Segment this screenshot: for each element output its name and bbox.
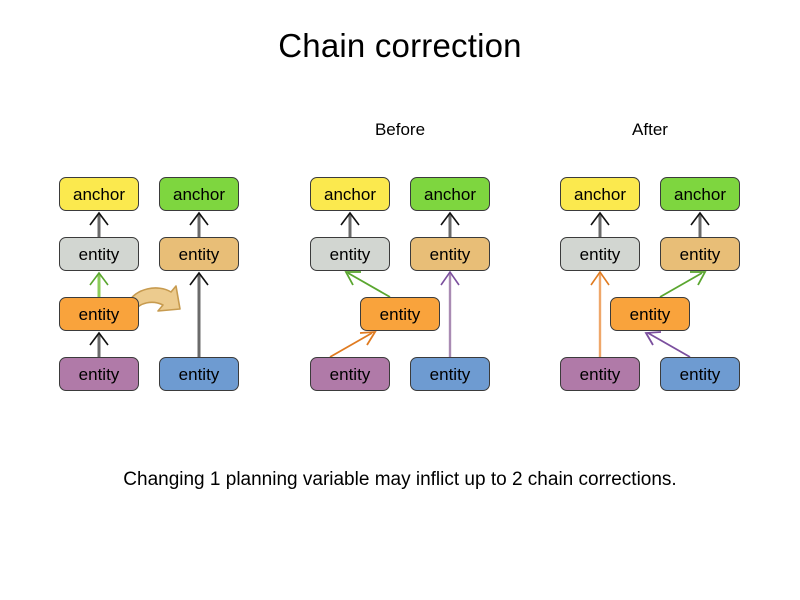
node-label: entity	[679, 244, 721, 264]
edge-gray-to-anchor-p1	[89, 211, 109, 237]
node-label: anchor	[73, 184, 125, 204]
edge-wheat-to-anchor-p1	[189, 211, 209, 237]
panel-before-edges	[329, 211, 460, 358]
node-label: entity	[629, 304, 671, 324]
node-entity-gray-initial[interactable]: entity	[59, 237, 139, 271]
node-entity-blue-before[interactable]: entity	[410, 357, 490, 391]
node-label: entity	[78, 364, 120, 384]
panel-label-before: Before	[374, 120, 426, 139]
node-label: anchor	[674, 184, 726, 204]
node-label: entity	[429, 364, 471, 384]
node-entity-orange-before[interactable]: entity	[360, 297, 440, 331]
edge-wheat-to-anchor-p3	[690, 211, 710, 237]
edge-purple-to-orange-p1	[89, 331, 109, 357]
node-anchor-yellow-after[interactable]: anchor	[560, 177, 640, 211]
edge-gray-to-anchor-p2	[340, 211, 360, 237]
node-entity-wheat-after[interactable]: entity	[660, 237, 740, 271]
node-entity-gray-before[interactable]: entity	[310, 237, 390, 271]
node-entity-gray-after[interactable]: entity	[560, 237, 640, 271]
slide-caption: Changing 1 planning variable may inflict…	[123, 469, 677, 490]
node-entity-wheat-initial[interactable]: entity	[159, 237, 239, 271]
edge-purple-to-orange-p2	[329, 330, 377, 358]
edge-blue-to-wheat-p1	[189, 271, 209, 357]
edge-wheat-to-anchor-p2	[440, 211, 460, 237]
curved-move-arrow-icon	[127, 285, 181, 313]
edge-purple-to-gray-p3	[590, 270, 610, 357]
panel-initial-edges	[89, 211, 209, 357]
page-title: Chain correction	[278, 27, 522, 64]
node-label: entity	[579, 244, 621, 264]
edge-blue-to-orange-p3	[644, 331, 691, 358]
node-label: anchor	[324, 184, 376, 204]
panel-after-edges	[590, 211, 710, 358]
edge-orange-to-wheat-p3	[659, 271, 707, 298]
node-label: entity	[78, 244, 120, 264]
node-entity-blue-after[interactable]: entity	[660, 357, 740, 391]
node-label: entity	[178, 244, 220, 264]
node-label: entity	[429, 244, 471, 264]
node-entity-purple-initial[interactable]: entity	[59, 357, 139, 391]
node-entity-purple-after[interactable]: entity	[560, 357, 640, 391]
edge-orange-to-gray-p1	[89, 271, 109, 297]
node-entity-purple-before[interactable]: entity	[310, 357, 390, 391]
node-anchor-green-before[interactable]: anchor	[410, 177, 490, 211]
node-label: entity	[379, 304, 421, 324]
edge-gray-to-anchor-p3	[590, 211, 610, 237]
edge-orange-to-gray-p2	[344, 271, 391, 298]
node-anchor-green-initial[interactable]: anchor	[159, 177, 239, 211]
node-anchor-yellow-initial[interactable]: anchor	[59, 177, 139, 211]
node-label: anchor	[574, 184, 626, 204]
node-anchor-green-after[interactable]: anchor	[660, 177, 740, 211]
node-label: entity	[579, 364, 621, 384]
node-label: anchor	[424, 184, 476, 204]
panel-label-after: After	[632, 120, 668, 139]
node-anchor-yellow-before[interactable]: anchor	[310, 177, 390, 211]
node-entity-blue-initial[interactable]: entity	[159, 357, 239, 391]
node-entity-wheat-before[interactable]: entity	[410, 237, 490, 271]
node-label: entity	[78, 304, 120, 324]
node-label: entity	[329, 244, 371, 264]
node-label: entity	[329, 364, 371, 384]
node-label: anchor	[173, 184, 225, 204]
node-entity-orange-initial[interactable]: entity	[59, 297, 139, 331]
edge-blue-to-wheat-p2	[440, 270, 460, 357]
node-entity-orange-after[interactable]: entity	[610, 297, 690, 331]
node-label: entity	[679, 364, 721, 384]
node-label: entity	[178, 364, 220, 384]
